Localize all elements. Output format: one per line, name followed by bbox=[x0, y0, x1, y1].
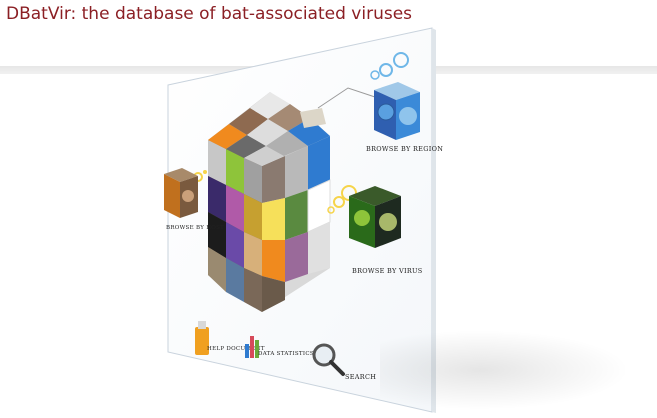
help-document-icon[interactable] bbox=[194, 321, 210, 355]
search-icon[interactable] bbox=[310, 341, 346, 377]
data-statistics-icon[interactable] bbox=[244, 330, 260, 358]
browse-virus-link[interactable]: BROWSE BY VIRUS bbox=[352, 267, 423, 275]
browse-host-link[interactable]: BROWSE BY HOST bbox=[166, 225, 225, 231]
region-globe-cube-icon[interactable] bbox=[374, 82, 420, 140]
search-link[interactable]: SEARCH bbox=[345, 373, 377, 381]
data-statistics-link[interactable]: DATA STATISTICS bbox=[258, 351, 314, 357]
page-title: DBatVir: the database of bat-associated … bbox=[6, 4, 413, 24]
host-cube-icon[interactable] bbox=[164, 168, 198, 218]
help-document-link[interactable]: HELP DOCUMENT bbox=[207, 346, 265, 352]
virus-cube-icon[interactable] bbox=[349, 186, 401, 248]
browse-region-link[interactable]: BROWSE BY REGION bbox=[366, 145, 444, 153]
panel-shadow bbox=[380, 330, 630, 410]
